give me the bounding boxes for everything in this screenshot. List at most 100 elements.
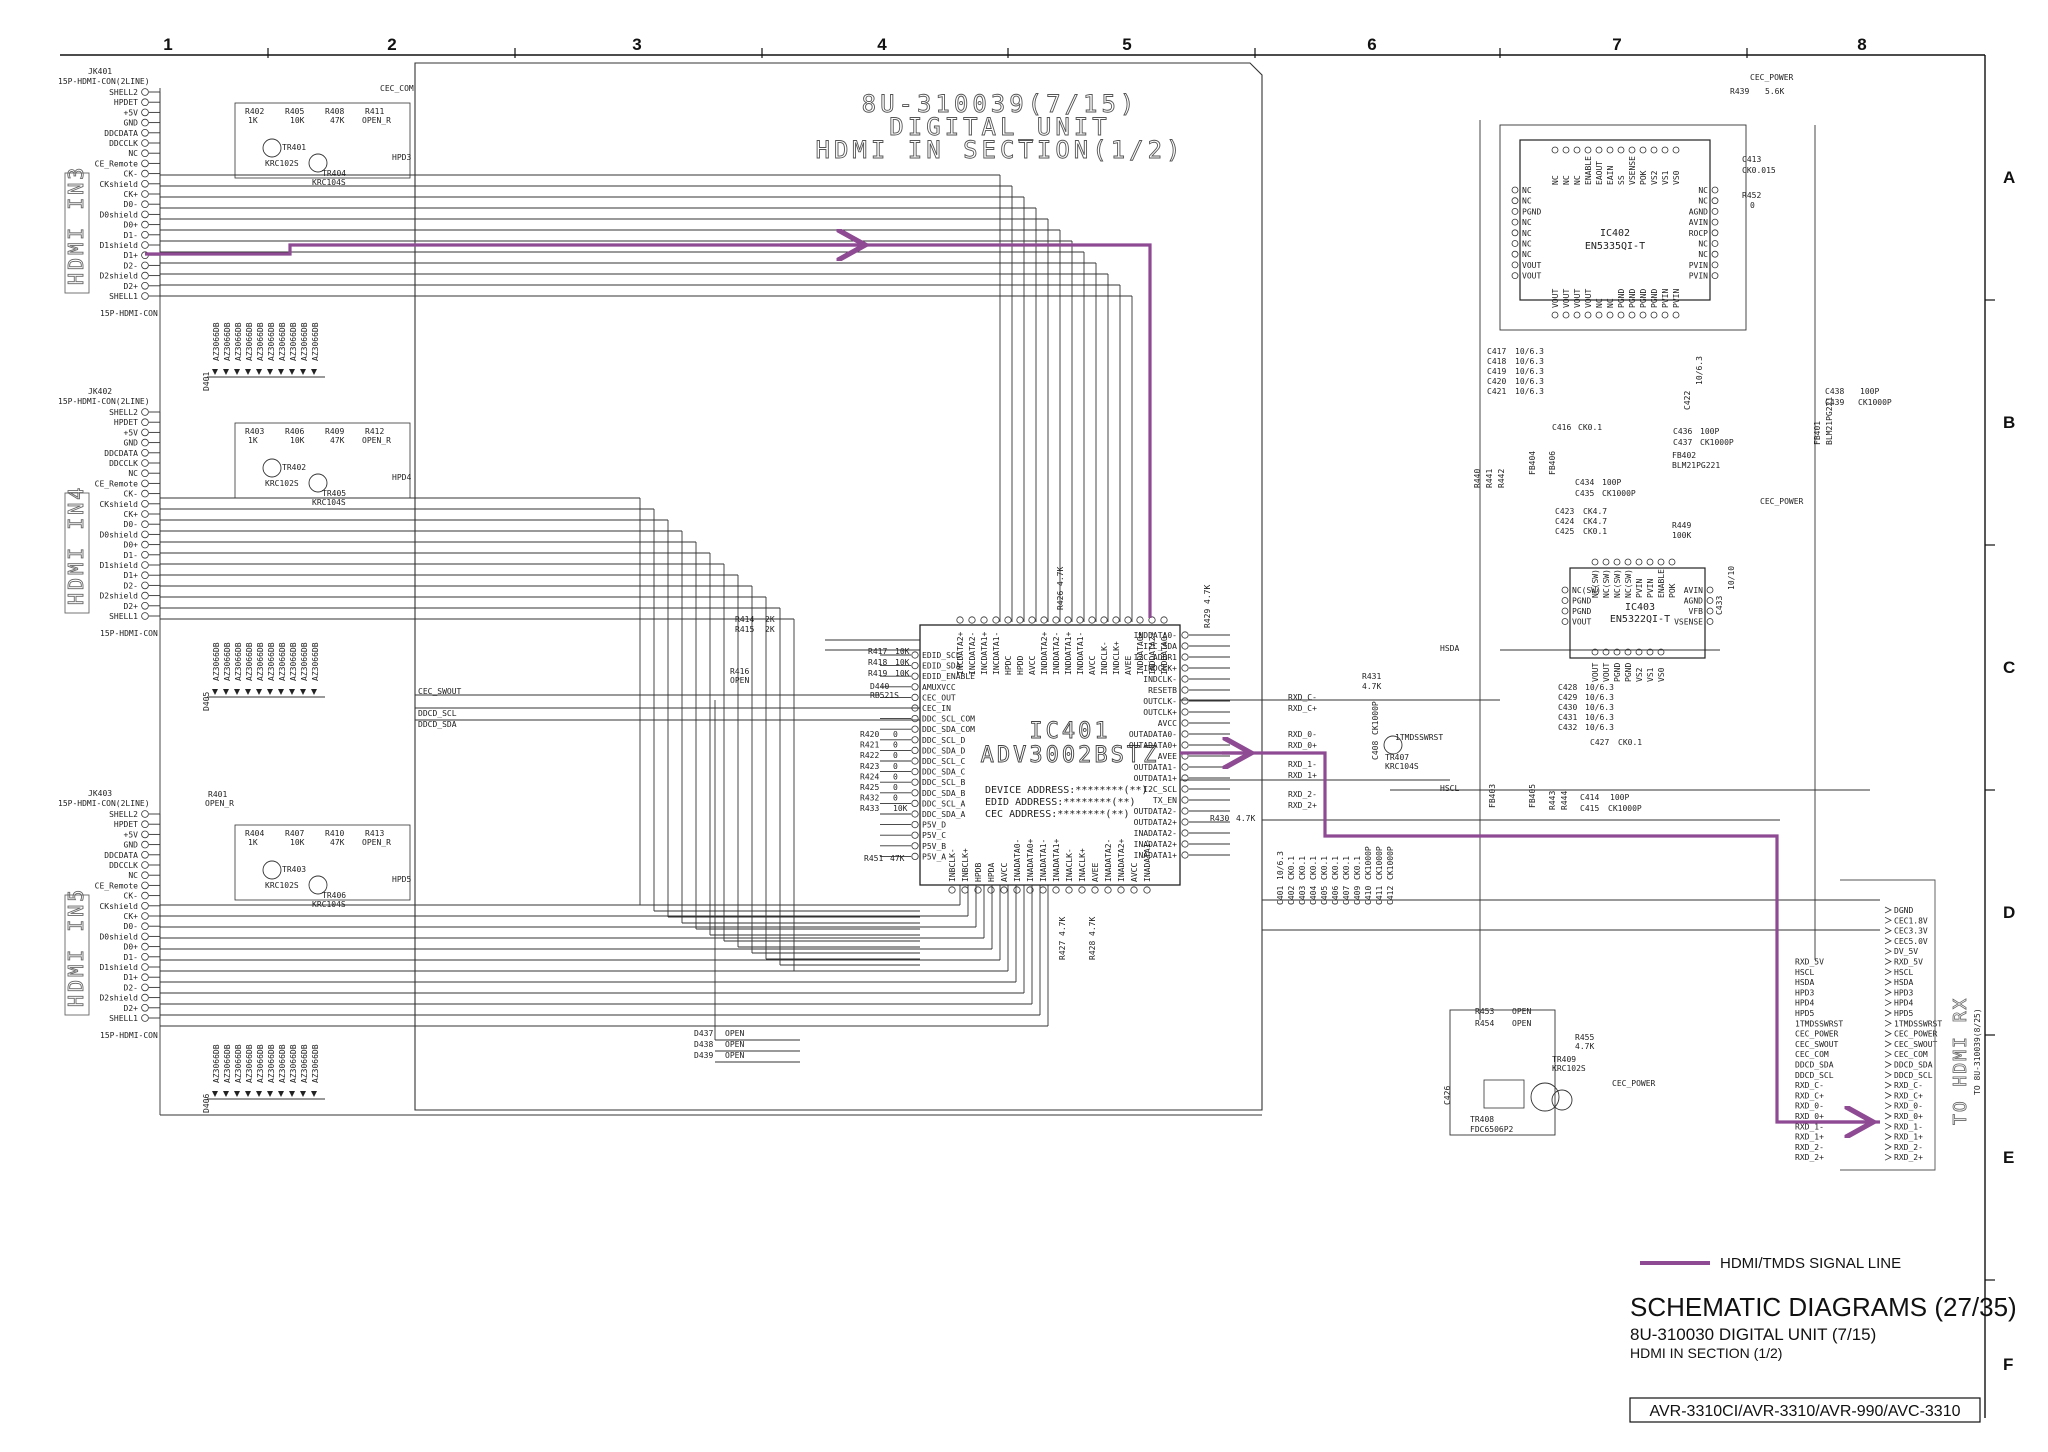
r415-label: R415 — [735, 625, 754, 634]
ic401-top-pin-label: INDDATA1+ — [1064, 631, 1073, 675]
ic401-bottom-pin-label: AVCC — [1000, 863, 1009, 882]
connector-pin-label: +5V — [124, 830, 139, 839]
cap-top-value: 10/6.3 — [1515, 347, 1544, 356]
fb406-label: FB406 — [1548, 451, 1557, 475]
connector-pin — [141, 973, 149, 981]
ic401-pin — [1088, 616, 1096, 624]
ic401-pin — [1130, 886, 1138, 894]
rx-connector-signal: RXD_C- — [1894, 1081, 1923, 1090]
connector-pin — [141, 190, 149, 198]
cap-mid-ref: C424 — [1555, 517, 1574, 526]
esd-diode-part: AZ3066DB — [278, 322, 287, 361]
ic401-pin — [911, 831, 919, 839]
title-block-subtitle: 8U-310030 DIGITAL UNIT (7/15) — [1630, 1325, 1876, 1344]
cec-swout-label: CEC_SWOUT — [418, 687, 462, 696]
decoupling-cap-ref: C402 — [1287, 886, 1296, 905]
resistor-ref: R403 — [245, 427, 264, 436]
ic401-pin — [1000, 886, 1008, 894]
ic401-right-pin-label: OUTDATA2+ — [1134, 818, 1178, 827]
ic402-bottom-pin-label: PGND — [1650, 289, 1659, 308]
ic401-pin — [911, 651, 919, 659]
connector-pin — [141, 881, 149, 890]
transistor-symbol — [308, 473, 328, 493]
c427-value: CK0.1 — [1618, 738, 1642, 747]
r418-label: R418 — [868, 658, 887, 667]
ic401-right-pin-label: I2C_ADDR1 — [1134, 653, 1178, 662]
esd-diode-symbol — [278, 689, 284, 695]
c437-value: CK1000P — [1700, 438, 1734, 447]
hdmi-input-label: HDMI IN5 — [64, 887, 88, 1007]
ic401-top-pin-label: AVEE — [1124, 656, 1133, 675]
esd-diode-symbol — [267, 689, 273, 695]
ddc-resistor-ref: R433 — [860, 804, 879, 813]
r431-value: 4.7K — [1362, 682, 1381, 691]
connector-pin — [141, 220, 149, 229]
connector-pin-label: SHELL1 — [109, 292, 138, 301]
ic401-pin — [911, 789, 919, 797]
connector-pin — [141, 901, 149, 910]
r414-label: R414 — [735, 615, 754, 624]
rx-connector-source-label: CEC_SWOUT — [1795, 1040, 1839, 1049]
ic403-pin — [1591, 558, 1599, 566]
ic403-left-pin-label: NC(SW) — [1572, 586, 1601, 595]
r442-label: R442 — [1497, 469, 1506, 488]
ic401-pin — [1160, 616, 1168, 624]
signal-arrow — [1884, 958, 1892, 965]
ic403-pin — [1635, 558, 1643, 566]
c439-value: CK1000P — [1858, 398, 1892, 407]
r401-label: R401 — [208, 790, 227, 799]
resistor-value: 1K — [248, 838, 258, 847]
ic401-pin — [911, 767, 919, 776]
d437-value: OPEN — [725, 1029, 744, 1038]
hdmi-label-box — [64, 492, 90, 614]
ic401-bottom-pin-label: INACLK- — [1065, 848, 1074, 882]
connector-pin — [141, 1003, 149, 1012]
cec-power-net: CEC_POWER — [1750, 73, 1794, 82]
connector-pin-label: HPDET — [114, 820, 138, 829]
transistor-part: KRC102S — [265, 159, 299, 168]
decoupling-cap-ref: C411 — [1375, 886, 1384, 905]
rx-connector-signal: CEC5.0V — [1894, 937, 1928, 946]
connector-pin-label: CKshield — [99, 500, 138, 509]
rx-connector-signal: RXD_0- — [1894, 1102, 1923, 1111]
signal-arrow — [1884, 1092, 1892, 1099]
connector-pin-label: CE_Remote — [95, 479, 139, 488]
ic403-left-pin-label: PGND — [1572, 607, 1591, 616]
transistor-ref: TR401 — [282, 143, 306, 152]
ic401-left-pin-label: DDC_SDA_D — [922, 746, 966, 755]
connector-pin-label: D0+ — [124, 221, 139, 230]
connector-pin — [141, 129, 149, 137]
esd-diode-symbol — [223, 369, 229, 375]
esd-diode-part: AZ3066DB — [278, 1044, 287, 1083]
hpd-network-frame — [234, 824, 411, 901]
ic402-ref: IC402 — [1600, 228, 1630, 239]
ic403-pin — [1706, 618, 1714, 625]
connector-pin-label: D1shield — [99, 241, 138, 250]
ic401-part: ADV3002BSTZ — [981, 743, 1160, 768]
tr407-symbol — [1383, 735, 1403, 755]
ic401-pin — [1181, 807, 1189, 815]
connector-type-bottom: 15P-HDMI-CON — [100, 1031, 158, 1040]
signal-arrow — [1884, 999, 1892, 1007]
ic402-pin — [1551, 146, 1559, 154]
ic401-pin — [1181, 642, 1189, 650]
c415-value: CK1000P — [1608, 804, 1642, 813]
ic402-top-pin-label: SS — [1617, 175, 1626, 185]
rx-connector-bracket — [1840, 879, 1936, 1171]
connector-pin — [141, 428, 149, 437]
rx-connector-signal: RXD_2- — [1894, 1143, 1923, 1152]
signal-arrow — [1884, 916, 1892, 924]
ic401-pin — [911, 746, 919, 755]
r427-label: R427 — [1058, 941, 1067, 960]
esd-diode-part: AZ3066DB — [223, 642, 232, 681]
hsda-label: HSDA — [1440, 644, 1459, 653]
ic403-pin — [1646, 558, 1654, 566]
ddc-resistor-ref: R423 — [860, 762, 879, 771]
r426-value: 4.7K — [1056, 567, 1065, 586]
r449-value: 100K — [1672, 531, 1691, 540]
r429-value: 4.7K — [1203, 585, 1212, 604]
r417-value: 10K — [895, 647, 910, 656]
esd-diode-symbol — [234, 369, 240, 375]
ic401-pin — [956, 616, 964, 624]
c434-value: 100P — [1602, 478, 1621, 487]
